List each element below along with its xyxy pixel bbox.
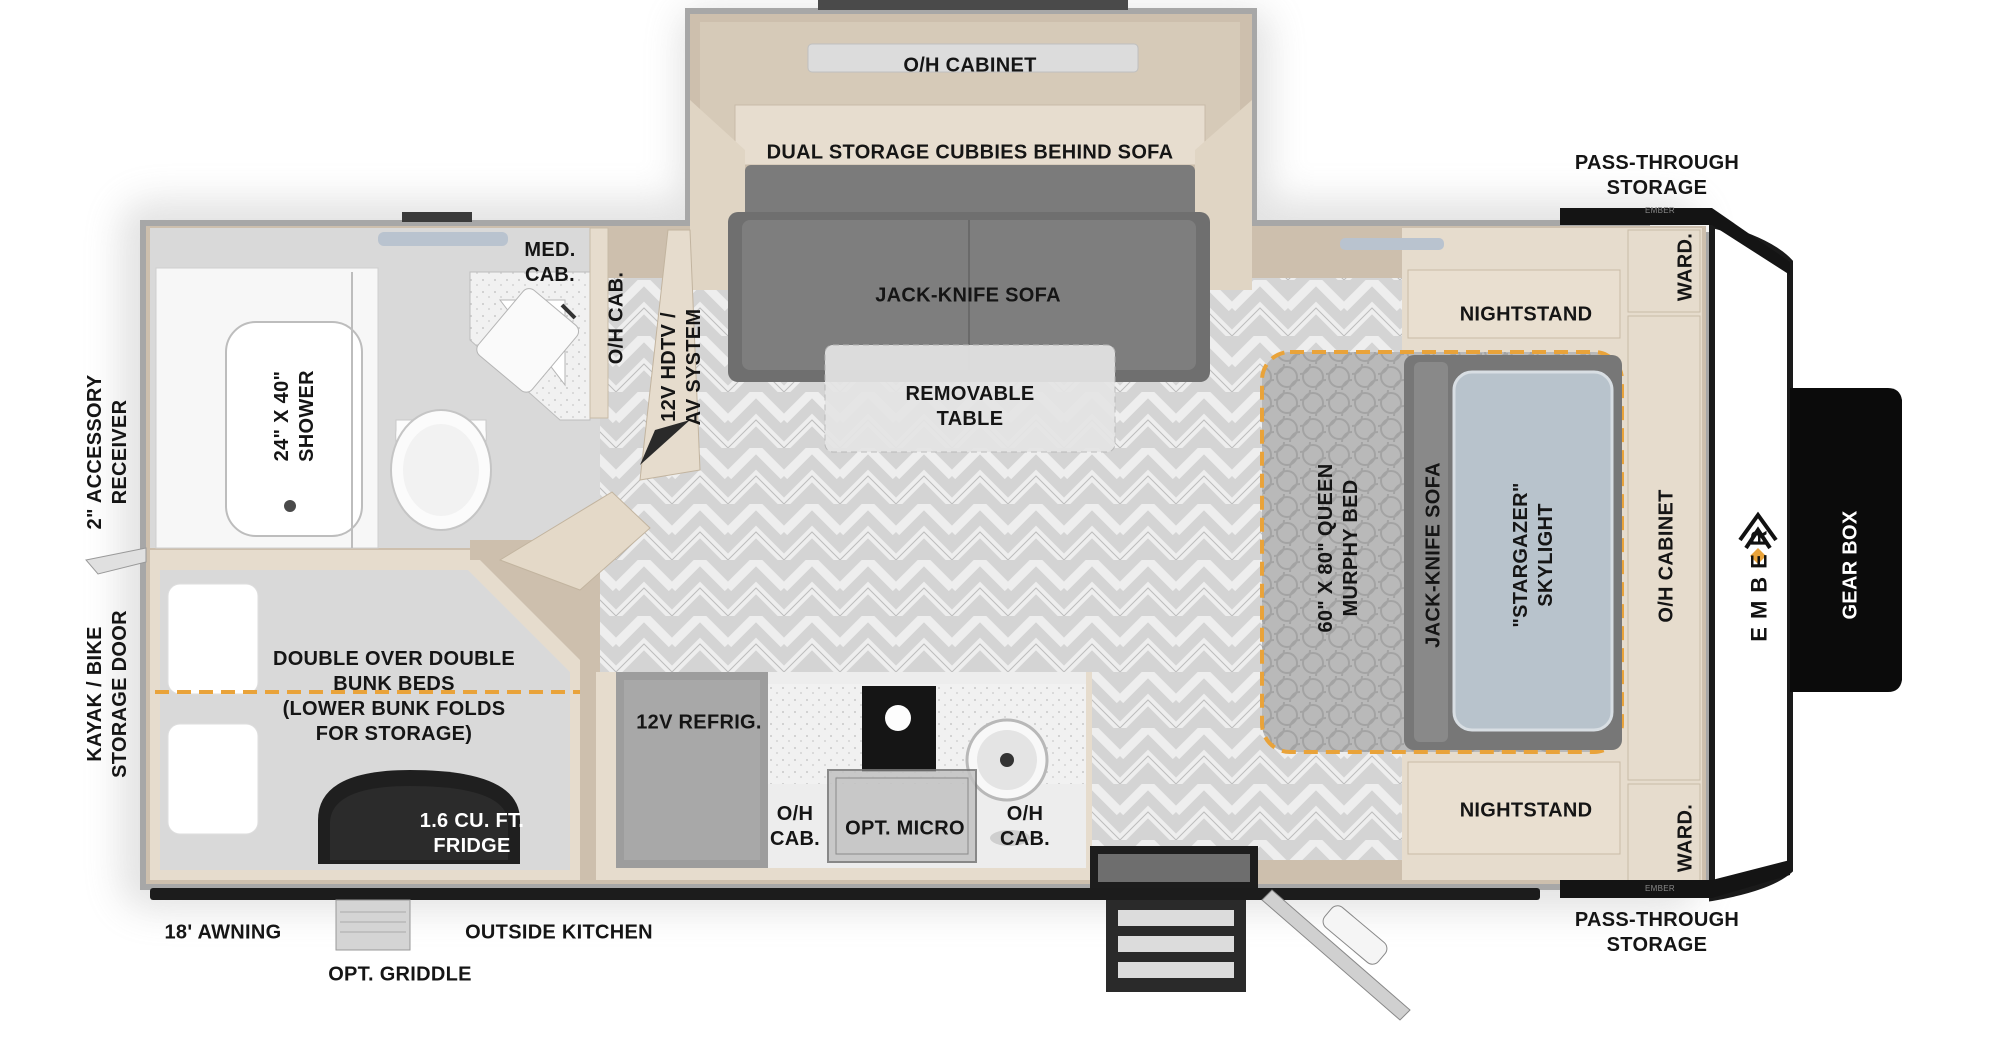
label-med-cab: MED.CAB. <box>524 239 576 286</box>
label-oh-cab-bath: O/H CAB. <box>605 271 628 365</box>
shower-drain <box>284 500 296 512</box>
skylight <box>1452 370 1614 732</box>
label-nightstand-top: NIGHTSTAND <box>1459 303 1593 326</box>
slide-out-top-trim <box>818 0 1128 10</box>
label-wardrobe-top: WARD. <box>1674 232 1697 302</box>
griddle <box>335 899 411 951</box>
bunk-bed-lower <box>167 723 259 835</box>
label-awning: 18' AWNING <box>164 921 282 944</box>
label-dual-storage-cubbies: DUAL STORAGE CUBBIES BEHIND SOFA <box>766 141 1174 164</box>
gear-box <box>1790 388 1902 692</box>
ember-stamp-bottom: EMBER <box>1645 884 1675 893</box>
entry-angled-counter <box>498 491 651 591</box>
label-hdtv: 12V HDTV /AV SYSTEM <box>658 308 705 426</box>
entry-door-window <box>1322 905 1388 965</box>
label-oh-cabinet-top: O/H CABINET <box>903 54 1037 77</box>
burner <box>885 705 911 731</box>
jack-knife-sofa-top-back <box>745 165 1195 220</box>
faucet <box>560 303 577 320</box>
storage-cubbies <box>734 104 1206 166</box>
shower-pan <box>225 321 363 537</box>
ember-logo: EMBER <box>1746 522 1772 642</box>
bunk-bed-upper <box>167 583 259 695</box>
tv-cabinet <box>639 229 701 481</box>
awning-rail <box>150 888 1540 900</box>
bedroom-window <box>1340 238 1444 250</box>
label-shower: 24" X 40"SHOWER <box>271 370 318 462</box>
microwave <box>827 769 977 863</box>
label-stargazer-skylight: "STARGAZER"SKYLIGHT <box>1510 482 1557 628</box>
wardrobe-bottom <box>1627 783 1701 885</box>
ember-logo-mark <box>1738 511 1778 550</box>
label-outside-fridge: 1.6 CU. FT.FRIDGE <box>419 810 525 857</box>
removable-table <box>824 344 1116 453</box>
bathroom-window <box>378 232 508 246</box>
overhead-cabinet-top <box>807 43 1139 73</box>
nightstand-bottom <box>1407 761 1621 855</box>
nightstand-top <box>1407 269 1621 339</box>
label-nightstand-bottom: NIGHTSTAND <box>1459 799 1593 822</box>
wardrobe-top <box>1627 229 1701 313</box>
oh-cabinet-right <box>1627 315 1701 781</box>
label-opt-micro: OPT. MICRO <box>845 817 965 840</box>
front-cap-bottom-trim <box>1560 860 1790 898</box>
label-oh-cabinet-right: O/H CABINET <box>1655 489 1678 623</box>
label-12v-refrig: 12V REFRIG. <box>636 711 762 734</box>
label-gear-box: GEAR BOX <box>1839 510 1862 620</box>
tv-screen <box>640 420 690 465</box>
rear-bumper-window <box>402 212 472 222</box>
rear-hitch <box>85 547 147 575</box>
faucet-kitchen <box>990 830 1030 846</box>
label-opt-griddle: OPT. GRIDDLE <box>328 963 472 986</box>
front-cap-top-trim <box>1560 208 1790 275</box>
entry-door-swing <box>1261 889 1411 1021</box>
label-outside-kitchen: OUTSIDE KITCHEN <box>465 921 653 944</box>
label-wardrobe-bottom: WARD. <box>1674 803 1697 873</box>
oh-cab-bath-bar <box>589 227 609 419</box>
ember-stamp-top: EMBER <box>1645 206 1675 215</box>
label-jack-knife-sofa-right: JACK-KNIFE SOFA <box>1422 462 1445 648</box>
label-jack-knife-sofa-top: JACK-KNIFE SOFA <box>875 284 1061 307</box>
